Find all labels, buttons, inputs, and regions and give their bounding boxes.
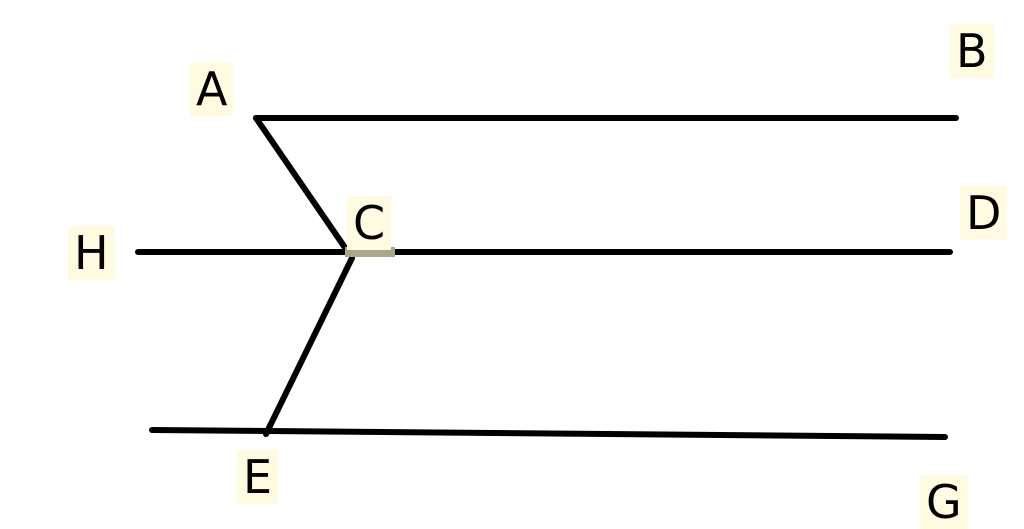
label-c: C xyxy=(347,196,392,250)
point-c-highlight xyxy=(345,247,395,257)
label-g: G xyxy=(920,475,968,529)
label-d: D xyxy=(960,186,1008,240)
line-eg xyxy=(149,427,948,440)
line-ac xyxy=(253,115,351,255)
label-b: B xyxy=(950,24,994,78)
label-a: A xyxy=(190,62,234,116)
label-h: H xyxy=(68,226,115,280)
label-e: E xyxy=(237,450,279,504)
line-ce xyxy=(263,255,355,437)
